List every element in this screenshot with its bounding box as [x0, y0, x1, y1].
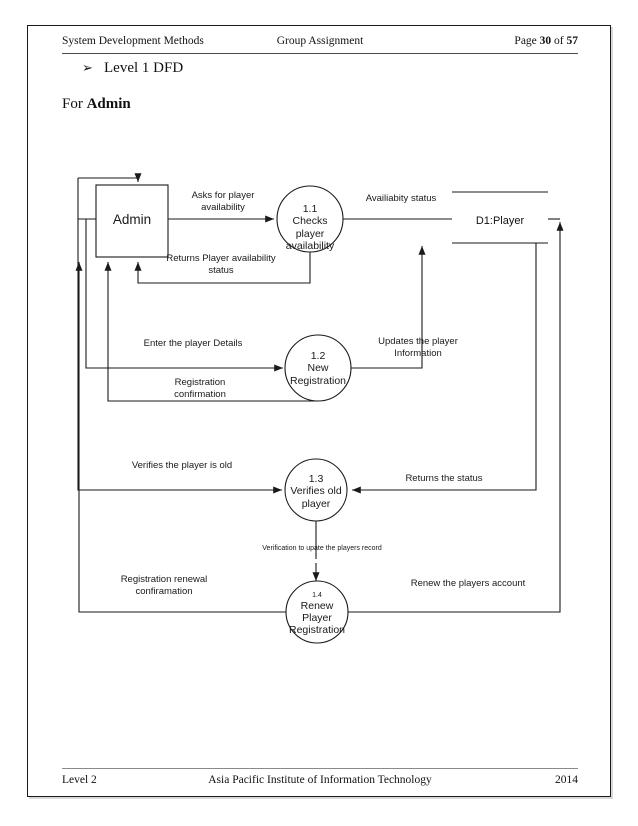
datastore-d1-label: D1:Player [475, 215, 525, 227]
footer-center-text: Asia Pacific Institute of Information Te… [208, 774, 432, 786]
header-left-text: System Development Methods [62, 35, 204, 47]
bullet-heading-text: Level 1 DFD [104, 60, 184, 76]
flow-returns-status-path [352, 243, 537, 494]
flow-label-enter-details: Enter the player Details [143, 338, 243, 349]
flow-returns-path [134, 252, 311, 284]
flow-label-availability-status: Availiabity status [365, 193, 437, 204]
admin-entity-box [95, 184, 169, 258]
process-1-3-number: 1.3 [308, 473, 324, 485]
header-page-mid: of [551, 35, 567, 47]
flow-renew-account-path [348, 222, 564, 613]
flow-label-returns-status: Returns the status [405, 473, 483, 484]
arrow-bullet-icon: ➢ [82, 60, 93, 75]
header-center-text: Group Assignment [276, 35, 364, 47]
footer-left-text: Level 2 [62, 774, 97, 786]
flow-enter-details-path [85, 218, 283, 372]
bullet-heading: ➢ Level 1 DFD [82, 60, 183, 77]
header-page-number: Page 30 of 57 [514, 35, 578, 47]
flow-updates-path [351, 246, 426, 369]
process-1-1-number: 1.1 [302, 203, 318, 215]
running-footer: Level 2 Asia Pacific Institute of Inform… [62, 774, 578, 794]
page-border [27, 25, 613, 799]
process-1-1-label: 1.1 Checks player availability [277, 203, 343, 253]
flow-renewal-confirmation-path [75, 262, 286, 613]
running-header: System Development Methods Group Assignm… [62, 35, 578, 55]
flow-label-renewal-confirmation: Registration renewal confiramation [120, 574, 208, 597]
header-page-current: 30 [539, 35, 552, 47]
flow-label-returns: Returns Player availability status [166, 253, 276, 276]
flow-label-asks: Asks for player availability [191, 190, 255, 213]
flow-label-registration-confirmation: Registration confirmation [174, 377, 226, 400]
section-heading: For Admin [62, 96, 131, 113]
process-1-4-label: 1.4 Renew Player Registration [285, 592, 349, 637]
process-1-2-name: New Registration [289, 362, 347, 387]
header-rule [62, 53, 578, 54]
footer-year: 2014 [555, 774, 578, 786]
process-1-2-number: 1.2 [310, 350, 326, 362]
flow-label-renew-account: Renew the players account [410, 578, 526, 589]
section-heading-prefix: For [62, 96, 87, 112]
process-1-3-name: Verifies old player [290, 485, 342, 510]
flow-label-updates-info: Updates the player Information [378, 336, 458, 359]
process-1-4-number: 1.4 [312, 592, 322, 599]
process-1-4-name: Renew Player Registration [288, 599, 346, 637]
flow-top-return-path [78, 173, 142, 182]
section-heading-subject: Admin [86, 96, 131, 112]
header-page-prefix: Page [514, 35, 540, 47]
header-page-total: 57 [566, 35, 579, 47]
process-1-1-name: Checks player availability [285, 215, 335, 253]
admin-entity-label: Admin [112, 212, 152, 227]
flow-registration-confirmation-path [104, 262, 318, 402]
footer-rule [62, 768, 578, 769]
process-1-2-label: 1.2 New Registration [285, 350, 351, 387]
flow-label-verifies-old: Verifies the player is old [131, 460, 233, 471]
flow-label-verification-update: Verification to upate the players record [262, 545, 382, 552]
process-1-3-label: 1.3 Verifies old player [285, 473, 347, 510]
flow-verifies-old-path [77, 218, 282, 494]
